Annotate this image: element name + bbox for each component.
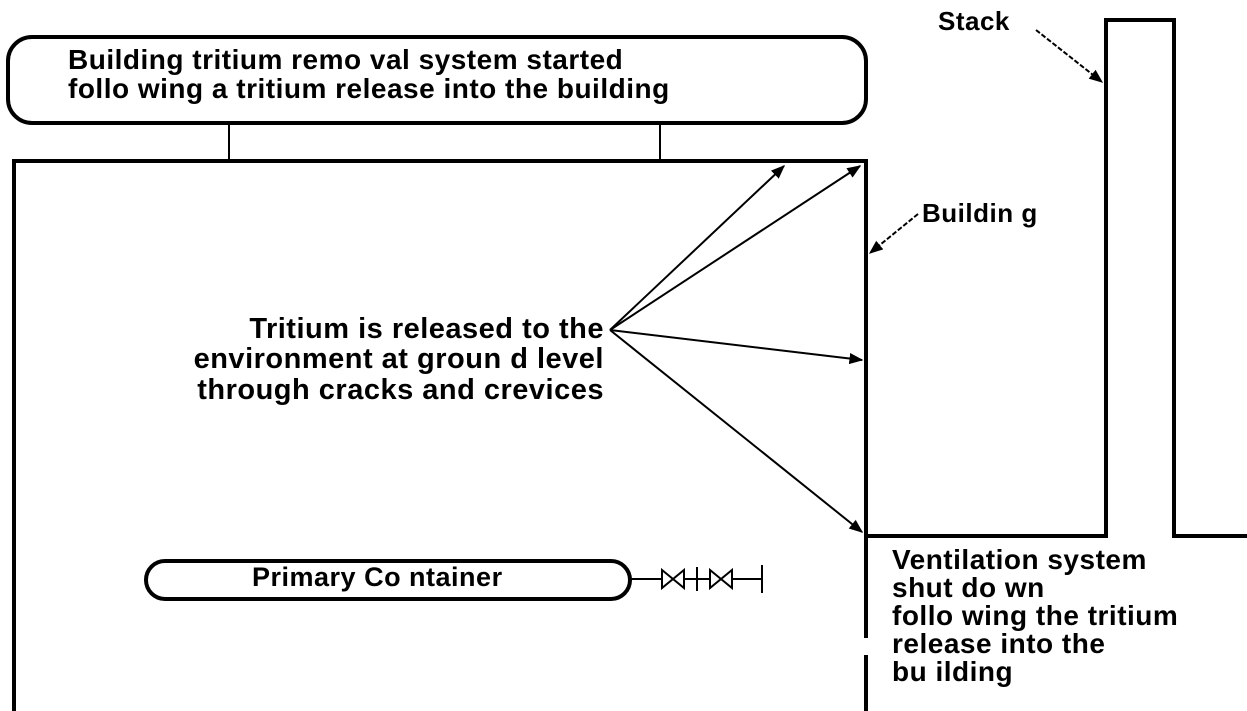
removal-system-connectors — [228, 124, 661, 161]
building-outline — [12, 159, 868, 711]
stack-outline — [866, 18, 1247, 538]
removal-system-label: Building tritium remo val system started… — [68, 44, 670, 105]
ventilation-label: Ventilation system shut do wn follo wing… — [892, 544, 1179, 687]
stack-label: Stack — [938, 6, 1010, 36]
release-arrows — [609, 165, 864, 533]
valve-assembly — [630, 565, 763, 593]
building-leader-arrow — [868, 213, 919, 254]
building-label: Buildin g — [922, 198, 1038, 228]
release-arrow-4 — [609, 329, 864, 533]
release-arrow-2 — [609, 165, 862, 331]
release-arrow-3 — [609, 329, 864, 365]
primary-container-label: Primary Co ntainer — [252, 562, 503, 592]
release-arrow-1 — [609, 165, 786, 331]
stack-leader-arrow — [1035, 29, 1104, 83]
removal-system-callout — [6, 35, 868, 125]
primary-container — [144, 559, 632, 601]
release-label: Tritium is released to the environment a… — [193, 313, 604, 406]
